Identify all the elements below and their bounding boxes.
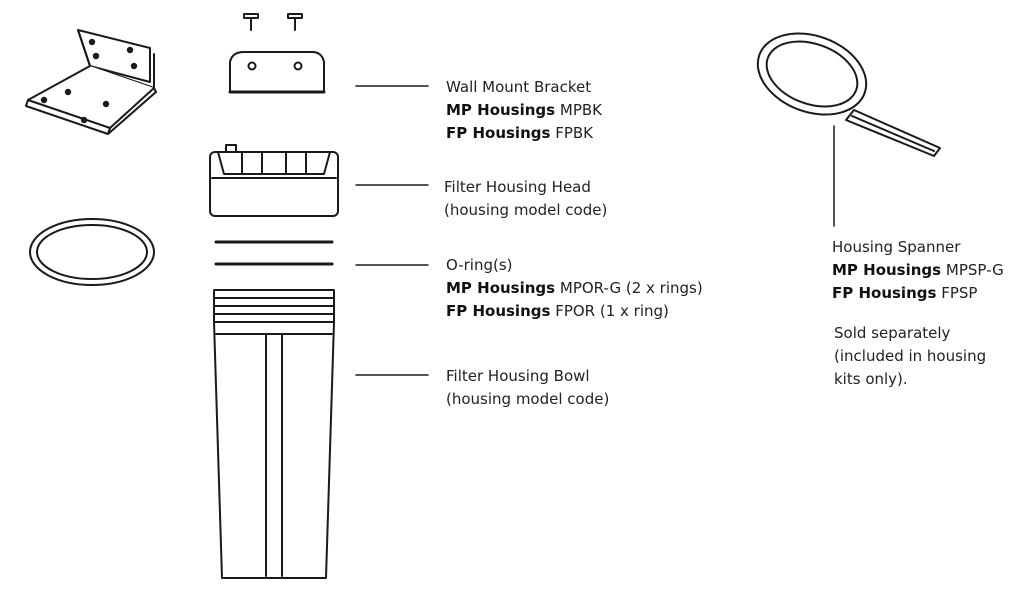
spanner-mp-label: MP Housings	[832, 261, 942, 279]
bracket-fp-code: FPBK	[555, 124, 594, 142]
bracket-fp-label: FP Housings	[446, 124, 551, 142]
bracket-title: Wall Mount Bracket	[446, 78, 592, 96]
bracket-label: Wall Mount Bracket MP Housings MPBK FP H…	[446, 76, 602, 145]
bracket-mp-label: MP Housings	[446, 101, 556, 119]
large-o-ring-illustration	[29, 218, 155, 286]
oring-mp-label: MP Housings	[446, 279, 556, 297]
spanner-mp-code: MPSP-G	[945, 261, 1004, 279]
bowl-sub: (housing model code)	[446, 390, 610, 408]
oring-title: O-ring(s)	[446, 256, 513, 274]
screws-illustration	[243, 13, 303, 31]
spanner-note-line-2: (included in housing	[834, 347, 987, 365]
housing-head-illustration	[209, 144, 339, 217]
head-label: Filter Housing Head (housing model code)	[444, 176, 607, 222]
oring-mp-code: MPOR-G (2 x rings)	[559, 279, 703, 297]
oring-fp-code: FPOR (1 x ring)	[555, 302, 669, 320]
head-title: Filter Housing Head	[444, 178, 591, 196]
spanner-label: Housing Spanner MP Housings MPSP-G FP Ho…	[832, 236, 1004, 305]
oring-label: O-ring(s) MP Housings MPOR-G (2 x rings)…	[446, 254, 703, 323]
oring-fp-label: FP Housings	[446, 302, 551, 320]
spanner-note-line-3: kits only).	[834, 370, 908, 388]
bracket-mp-code: MPBK	[559, 101, 603, 119]
bowl-label: Filter Housing Bowl (housing model code)	[446, 365, 609, 411]
spanner-fp-label: FP Housings	[832, 284, 937, 302]
wall-bracket-illustration	[25, 29, 157, 135]
spanner-title: Housing Spanner	[832, 238, 961, 256]
leader-lines	[355, 85, 835, 376]
spanner-fp-code: FPSP	[941, 284, 978, 302]
housing-bowl-illustration	[213, 289, 335, 579]
spanner-note-line-1: Sold separately	[834, 324, 951, 342]
bracket-plate-illustration	[228, 51, 326, 94]
head-sub: (housing model code)	[444, 201, 608, 219]
spanner-note: Sold separately (included in housing kit…	[834, 322, 986, 391]
housing-spanner-illustration	[756, 32, 941, 157]
thin-o-rings-illustration	[214, 240, 334, 266]
bowl-title: Filter Housing Bowl	[446, 367, 590, 385]
